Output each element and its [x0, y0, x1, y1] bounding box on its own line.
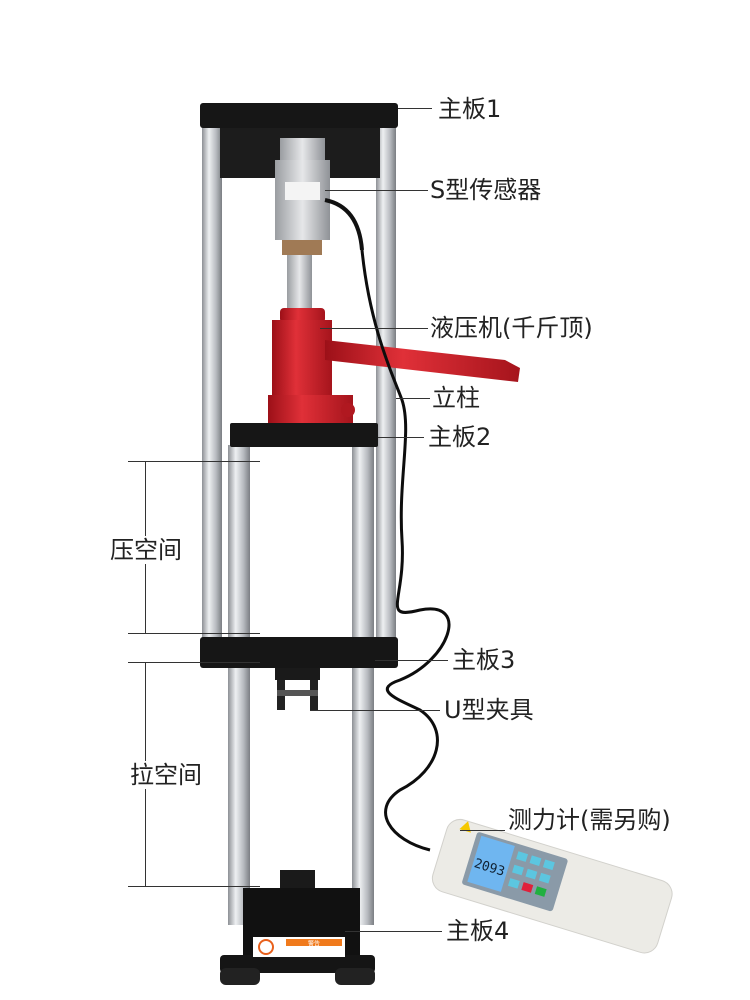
- label-plate-4: 主板4: [446, 917, 510, 945]
- label-force-gauge: 测力计(需另购): [508, 806, 671, 834]
- left-outer-column: [202, 125, 222, 665]
- u-clamp: [275, 668, 320, 710]
- right-inner-column: [352, 445, 374, 925]
- label-column: 立柱: [432, 384, 480, 412]
- label-plate-3: 主板3: [452, 646, 516, 674]
- label-plate-2: 主板2: [428, 423, 492, 451]
- label-tension-space: 拉空间: [130, 761, 202, 789]
- label-u-clamp: U型夹具: [444, 696, 534, 724]
- label-hydraulic-jack: 液压机(千斤顶): [430, 314, 593, 342]
- s-type-sensor: [275, 138, 330, 255]
- label-compression-space: 压空间: [110, 536, 182, 564]
- label-plate-1: 主板1: [438, 95, 502, 123]
- plate-4: 警告: [220, 870, 375, 985]
- plate-2: [230, 423, 378, 447]
- warning-label-text: 警告: [308, 940, 320, 948]
- left-inner-column: [228, 445, 250, 925]
- sensor-cable: [360, 249, 451, 852]
- right-outer-column: [376, 125, 396, 665]
- label-s-sensor: S型传感器: [430, 176, 542, 204]
- piston-rod: [287, 255, 312, 310]
- force-gauge: 2093: [431, 818, 673, 954]
- hydraulic-jack: [268, 308, 520, 425]
- top-plate: [200, 103, 398, 128]
- plate-3: [200, 637, 398, 668]
